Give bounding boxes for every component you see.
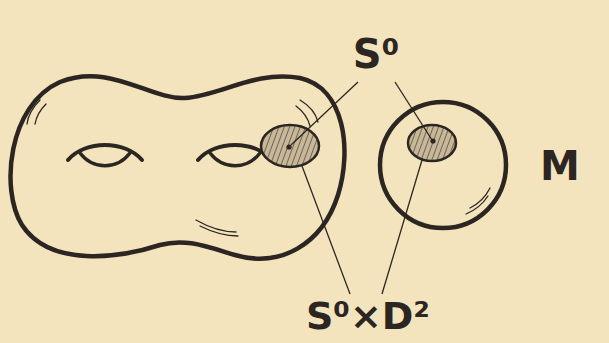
leader-line (291, 82, 358, 145)
shading-stroke (196, 220, 238, 236)
handle-hole (80, 153, 130, 166)
leader-line (382, 160, 422, 294)
disc-region (261, 125, 319, 167)
point (286, 144, 291, 149)
disc-pair-label: S⁰×D² (306, 297, 430, 335)
leader-line (395, 82, 432, 140)
sphere (380, 102, 506, 228)
shading-stroke (466, 188, 490, 214)
manifold-label: M (540, 146, 580, 186)
shading-stroke (27, 100, 46, 124)
genus-two-surface (11, 76, 345, 258)
leader-line (302, 166, 350, 294)
handle-hole (210, 153, 260, 166)
point-pair-label: S⁰ (353, 34, 399, 74)
disc-region (408, 125, 456, 161)
